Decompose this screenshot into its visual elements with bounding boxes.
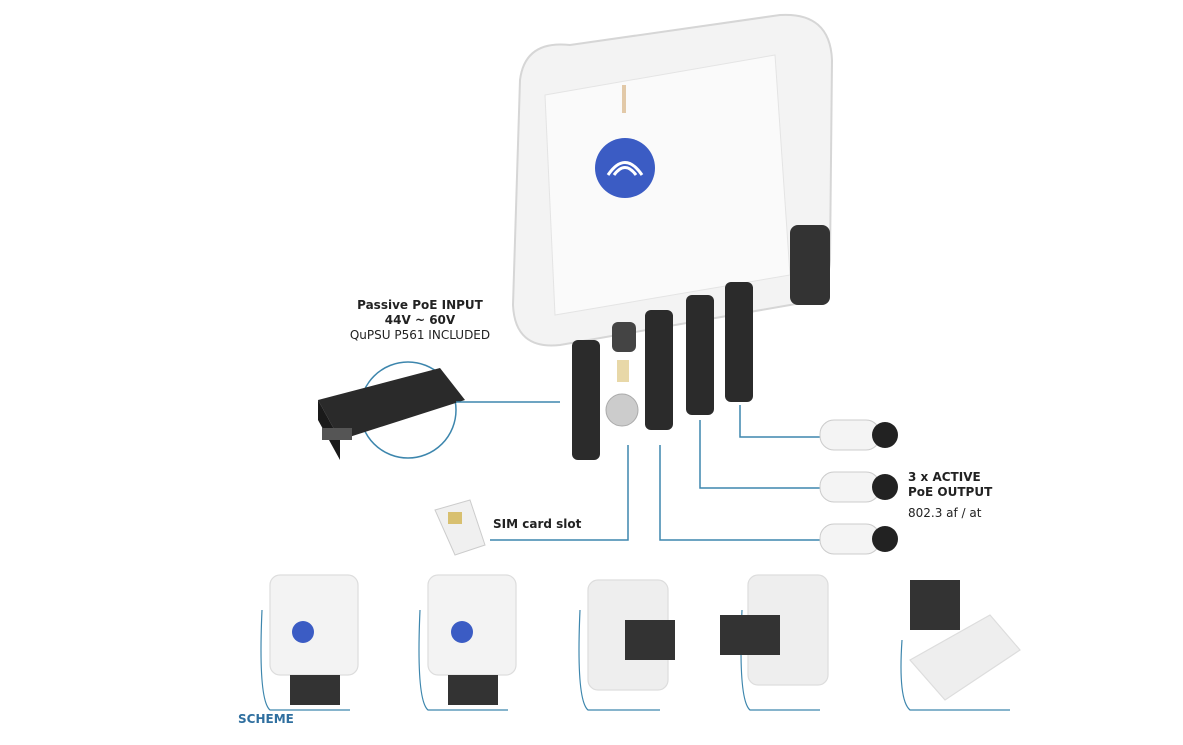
poe-injector: [318, 361, 465, 460]
poe-output-label: 3 x ACTIVE PoE OUTPUT 802.3 af / at: [908, 470, 992, 521]
poe-output-standard: 802.3 af / at: [908, 506, 982, 520]
scheme-label: SCHEME: [238, 712, 294, 726]
sim-card-icon: [434, 499, 486, 556]
poe-output-line2: PoE OUTPUT: [908, 485, 993, 499]
poe-input-psu: QuPSU P561 INCLUDED: [349, 328, 491, 342]
connection-lines: [456, 401, 820, 541]
poe-input-label: Passive PoE INPUT 44V ~ 60V QuPSU P561 I…: [330, 298, 510, 343]
main-router-device: [511, 13, 834, 460]
poe-output-line1: 3 x ACTIVE: [908, 470, 981, 484]
scheme-thumbnails: [260, 574, 1021, 711]
poe-input-title: Passive PoE INPUT: [357, 298, 483, 312]
sim-slot-label: SIM card slot: [493, 517, 582, 531]
poe-input-voltage: 44V ~ 60V: [384, 313, 456, 327]
camera-icons: [819, 419, 898, 555]
